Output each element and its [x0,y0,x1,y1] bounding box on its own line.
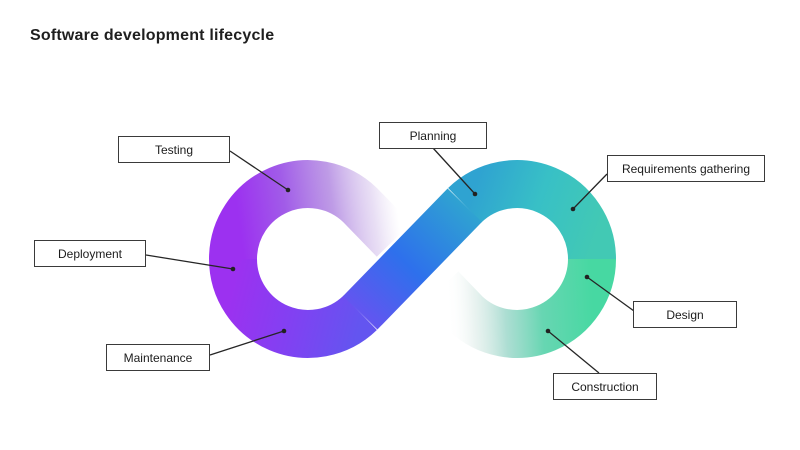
connector-line-requirements [572,173,608,210]
stage-label-requirements: Requirements gathering [607,155,765,182]
connector-dot [545,328,551,334]
loop-segment-planning-crossing [342,188,483,330]
connector-line-planning [432,147,476,195]
connector-line-construction [547,330,600,374]
loop-segment-requirements-top [448,160,616,260]
connector-dot [584,274,590,280]
connector-dot [230,266,236,272]
loop-segment-design-construction-fade-out [423,258,616,358]
connector-lines [145,147,635,374]
connector-line-maintenance [209,330,285,356]
connector-dots [230,187,590,334]
stage-label-construction: Construction [553,373,657,400]
loop-segment-deployment-maintenance [209,258,377,358]
loop-segment-fade-in-testing [209,160,412,260]
connector-line-design [586,276,635,312]
connector-dot [285,187,291,193]
connector-dot [570,206,576,212]
page-title: Software development lifecycle [30,27,275,44]
connector-dot [472,191,478,197]
stage-label-planning: Planning [379,122,487,149]
infinity-loop [209,160,616,358]
connector-line-deployment [145,254,234,270]
stage-label-deployment: Deployment [34,240,146,267]
stage-label-maintenance: Maintenance [106,344,210,371]
stage-label-testing: Testing [118,136,230,163]
connector-dot [281,328,287,334]
connector-line-testing [229,150,289,191]
stage-label-design: Design [633,301,737,328]
